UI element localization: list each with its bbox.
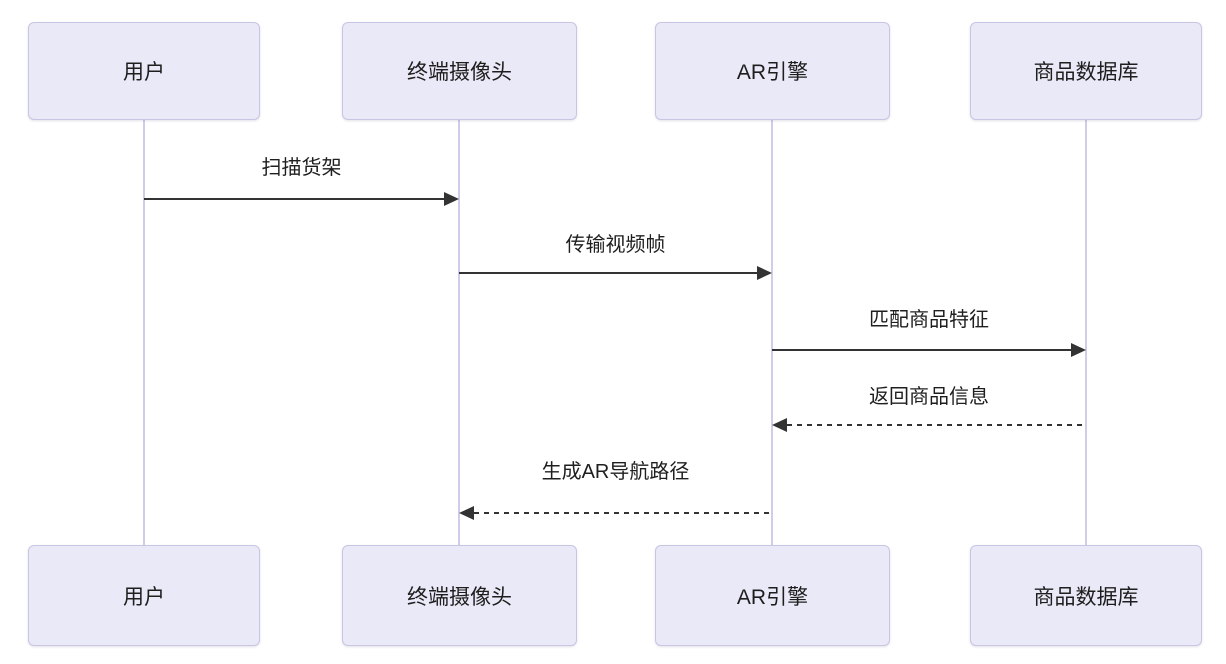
actor-box-user-top: 用户 [28, 22, 260, 120]
message-arrow-line [787, 424, 1086, 426]
message-label: 扫描货架 [261, 157, 342, 179]
message-label: 生成AR导航路径 [541, 461, 690, 483]
actor-box-terminal-camera-bottom: 终端摄像头 [342, 545, 577, 646]
actor-label: 终端摄像头 [407, 61, 512, 84]
actor-label: AR引擎 [736, 585, 809, 609]
lifeline-user [143, 119, 145, 546]
actor-box-product-database-bottom: 商品数据库 [970, 545, 1202, 646]
arrowhead-icon [459, 506, 474, 520]
message-arrow-line [772, 349, 1072, 351]
message-label: 匹配商品特征 [869, 309, 989, 331]
actor-label: 用户 [123, 61, 165, 84]
actor-label: 用户 [123, 585, 165, 609]
arrowhead-icon [757, 266, 772, 280]
actor-label: 商品数据库 [1033, 61, 1139, 84]
message-arrow-line [459, 272, 758, 274]
lifeline-ar-engine [771, 119, 773, 546]
message-arrow-line [474, 512, 772, 514]
actor-box-user-bottom: 用户 [28, 545, 260, 646]
actor-label: 终端摄像头 [407, 585, 512, 609]
arrowhead-icon [444, 192, 459, 206]
message-arrow-line [144, 198, 445, 200]
actor-box-terminal-camera-top: 终端摄像头 [342, 22, 577, 120]
arrowhead-icon [1071, 343, 1086, 357]
actor-box-ar-engine-bottom: AR引擎 [655, 545, 890, 646]
actor-label: AR引擎 [736, 61, 809, 84]
lifeline-product-database [1085, 119, 1087, 546]
lifeline-terminal-camera [458, 119, 460, 546]
message-label: 返回商品信息 [869, 386, 989, 408]
message-label: 传输视频帧 [565, 234, 666, 256]
actor-label: 商品数据库 [1033, 585, 1139, 609]
actor-box-ar-engine-top: AR引擎 [655, 22, 890, 120]
arrowhead-icon [772, 418, 787, 432]
actor-box-product-database-top: 商品数据库 [970, 22, 1202, 120]
